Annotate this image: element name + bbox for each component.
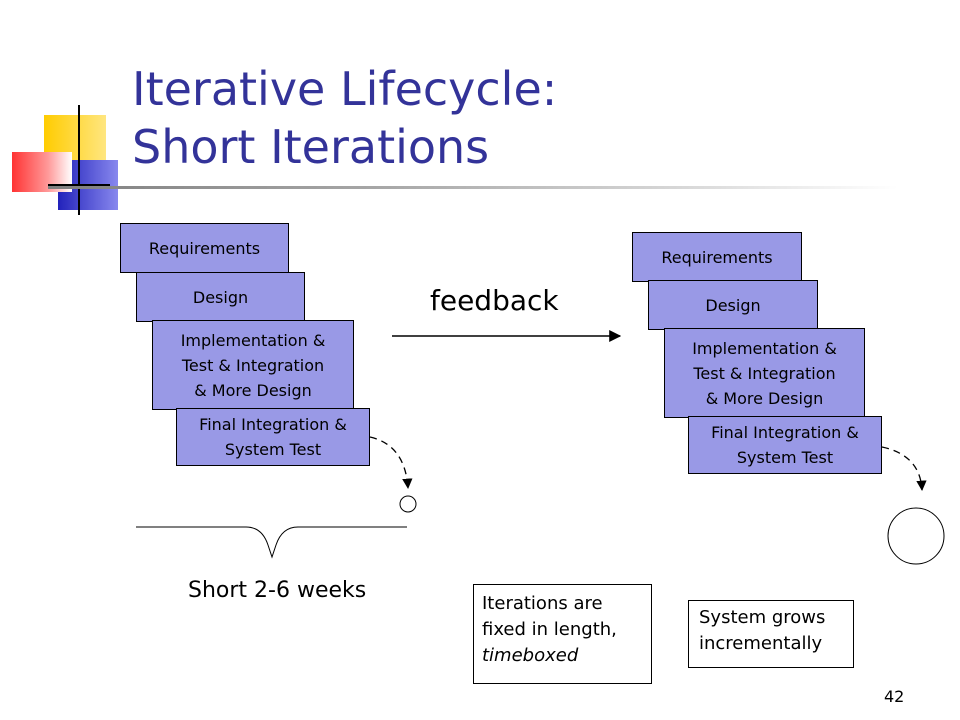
timeboxed-note-italic: timeboxed: [482, 645, 579, 666]
left-implementation-box: Implementation & Test & Integration & Mo…: [152, 320, 354, 410]
feedback-label: feedback: [430, 284, 559, 317]
left-requirements-box: Requirements: [120, 223, 289, 273]
left-dashed-curve: [369, 436, 413, 490]
slide-title: Iterative Lifecycle: Short Iterations: [132, 60, 557, 176]
deco-horizontal-line: [48, 184, 110, 186]
left-design-box: Design: [136, 272, 305, 322]
timeboxed-note-text: Iterations are fixed in length,: [482, 593, 617, 640]
slide-title-line2: Short Iterations: [132, 120, 490, 174]
right-implementation-box: Implementation & Test & Integration & Mo…: [664, 328, 865, 418]
page-number: 42: [884, 687, 905, 706]
timeboxed-note: Iterations are fixed in length, timeboxe…: [473, 584, 652, 684]
right-requirements-box: Requirements: [632, 232, 802, 282]
left-final-integration-box: Final Integration & System Test: [176, 408, 370, 466]
system-grows-note: System grows incrementally: [688, 600, 854, 668]
right-final-integration-box: Final Integration & System Test: [688, 416, 882, 474]
small-system-circle: [399, 495, 417, 513]
duration-label: Short 2-6 weeks: [188, 578, 367, 603]
large-system-circle: [887, 507, 945, 565]
slide-title-line1: Iterative Lifecycle:: [132, 62, 558, 116]
right-dashed-curve: [881, 446, 927, 492]
title-underline: [48, 186, 898, 189]
duration-brace: [136, 526, 407, 559]
deco-vertical-line: [78, 105, 80, 215]
